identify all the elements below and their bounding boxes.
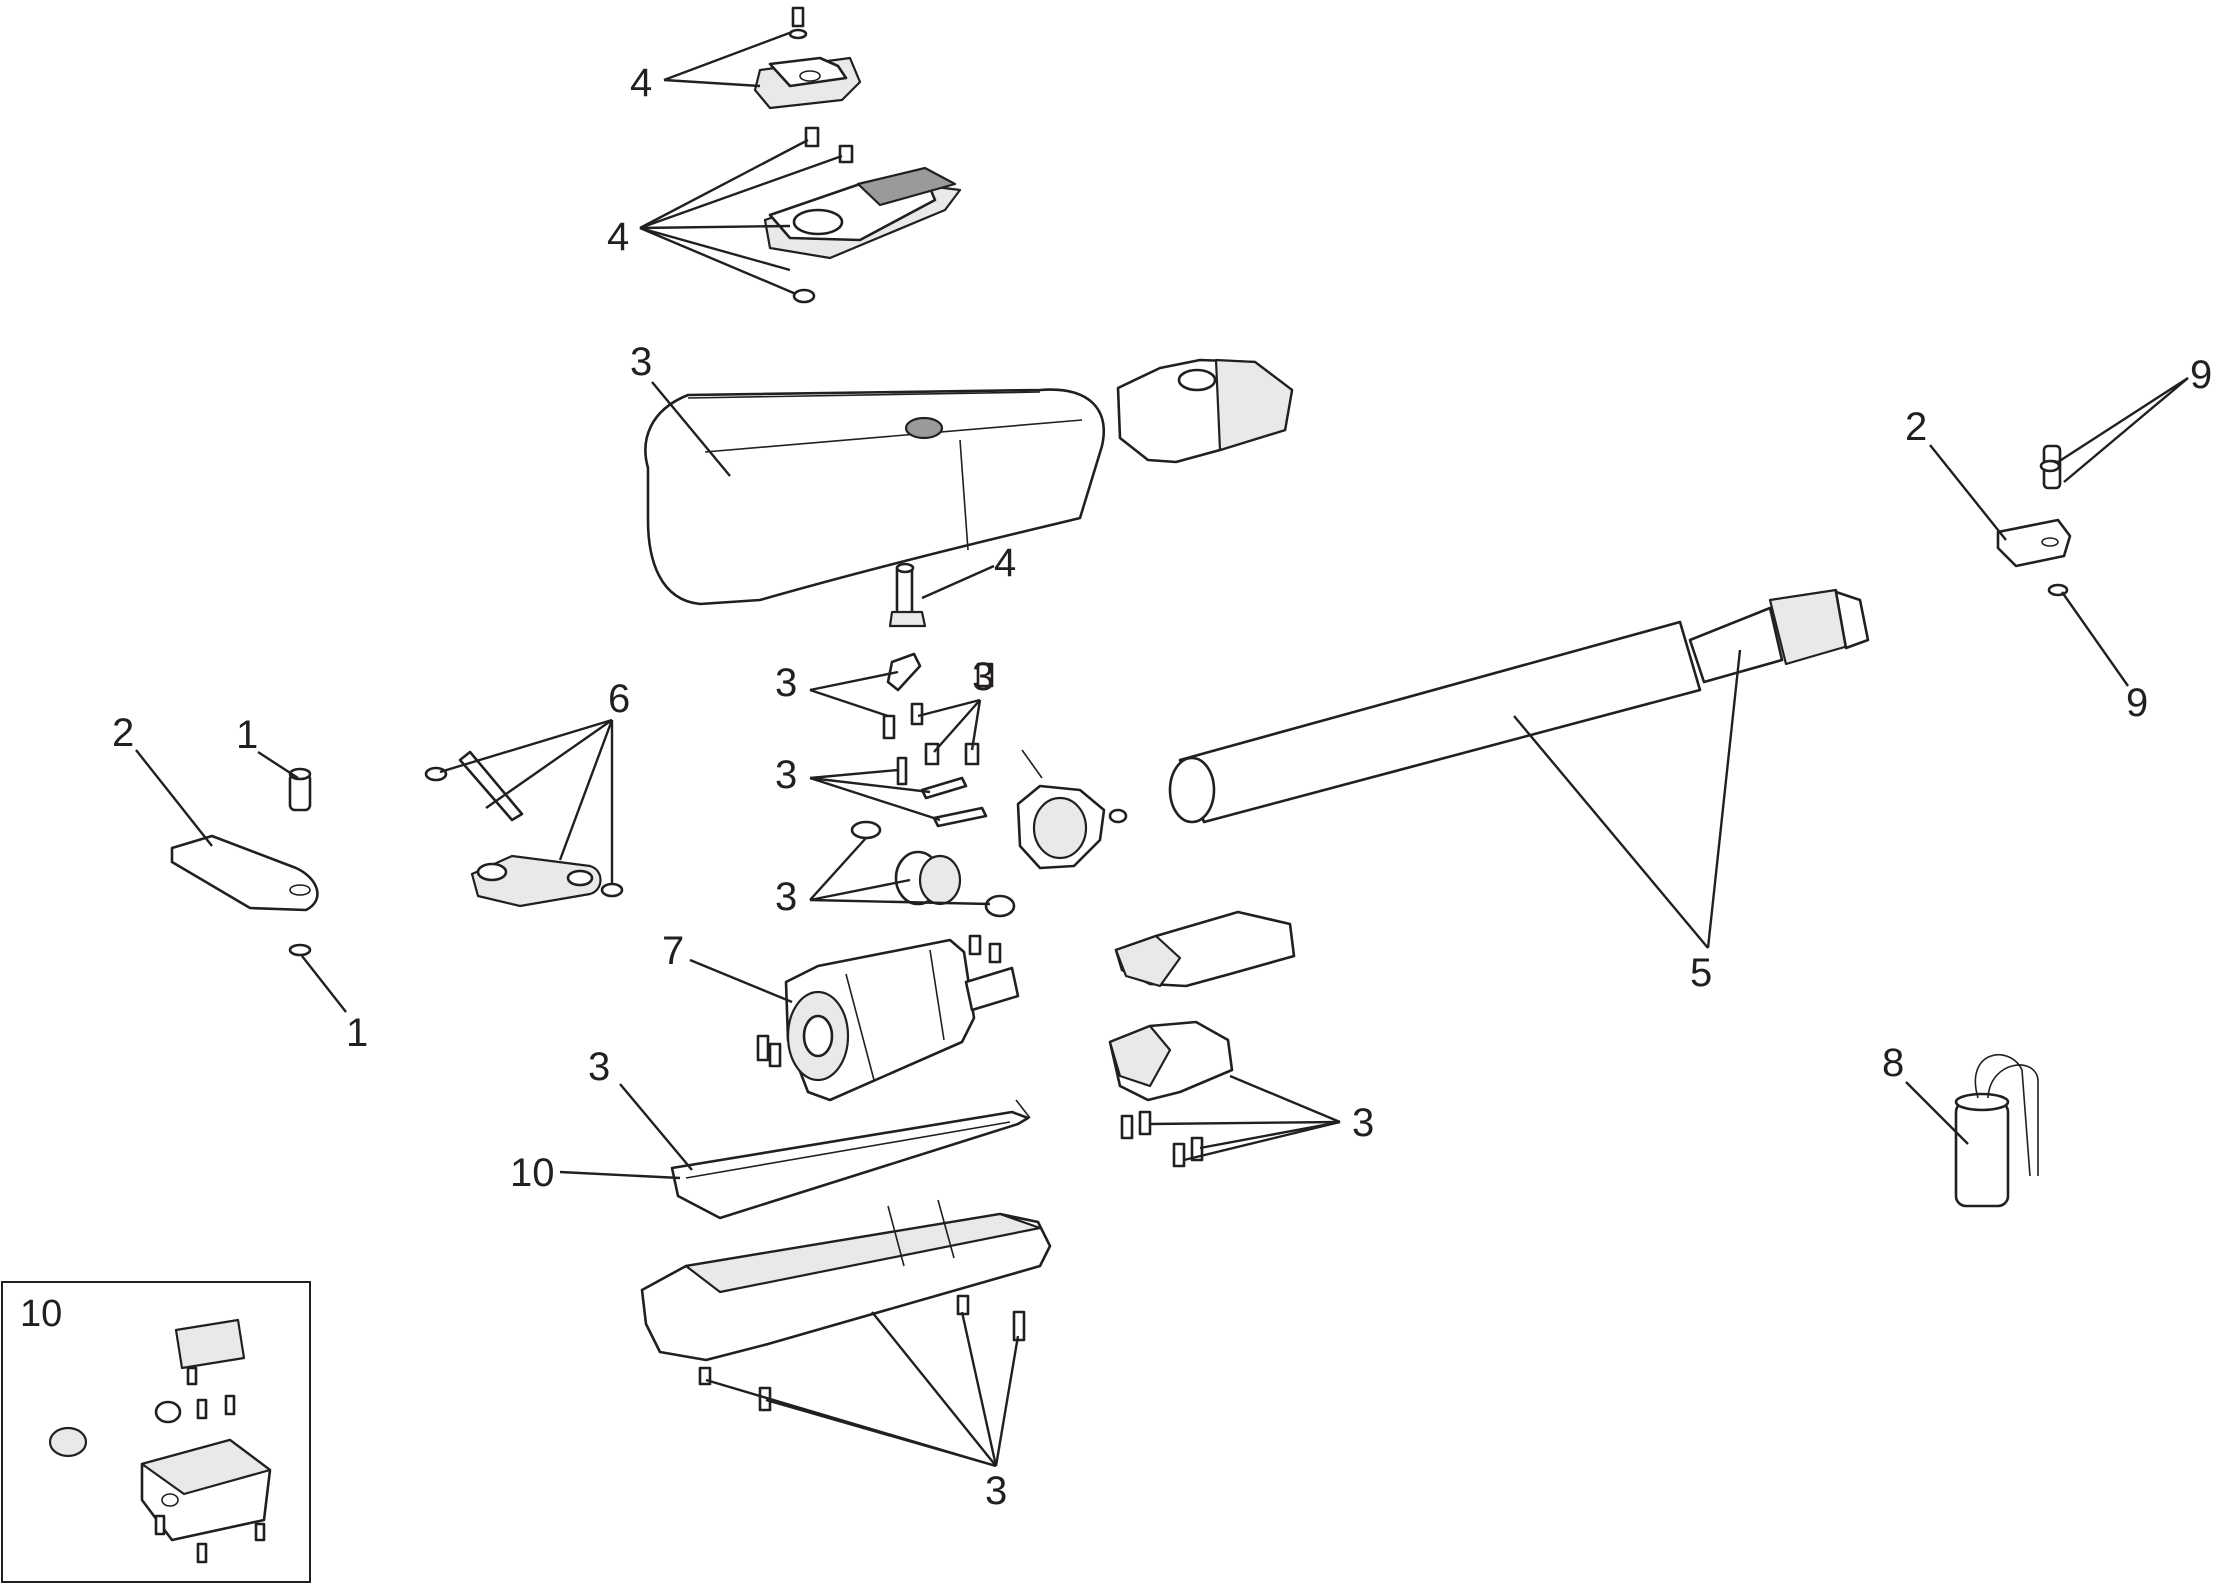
svg-text:3: 3	[775, 875, 797, 919]
main-cover-part	[644, 358, 1294, 606]
callout-9-bottom: 9	[2061, 591, 2148, 725]
svg-text:7: 7	[662, 929, 684, 973]
svg-text:5: 5	[1690, 951, 1712, 995]
svg-text:1: 1	[236, 713, 258, 757]
svg-text:8: 8	[1882, 1041, 1904, 1085]
callout-3-end-caps: 3	[1149, 1074, 1374, 1162]
svg-text:3: 3	[1352, 1101, 1374, 1145]
inset-title: 10	[20, 1293, 62, 1335]
top-screw-cap-part	[753, 6, 862, 110]
svg-text:3: 3	[588, 1045, 610, 1089]
inset-junction-box: 10	[1, 1281, 311, 1583]
svg-text:3: 3	[775, 661, 797, 705]
callout-3-gear-2: 3	[917, 655, 994, 753]
callout-3-gear-wheel: 3	[775, 837, 991, 919]
svg-text:10: 10	[510, 1151, 555, 1195]
callout-1-bottom: 1	[301, 955, 368, 1055]
callout-4-second: 4	[607, 138, 843, 296]
capacitor-part	[1954, 1054, 2039, 1208]
svg-text:9: 9	[2190, 353, 2212, 397]
release-arm-part	[424, 750, 624, 908]
svg-text:3: 3	[775, 753, 797, 797]
callout-1-top: 1	[236, 713, 299, 780]
callout-7: 7	[662, 929, 793, 1004]
svg-text:3: 3	[972, 655, 994, 699]
svg-text:4: 4	[630, 61, 652, 105]
callout-3-gear-3: 3	[775, 753, 941, 822]
callout-8: 8	[1882, 1041, 1969, 1145]
callout-4-top: 4	[630, 30, 793, 105]
right-arm-plate-part	[1996, 444, 2072, 597]
base-housing-part	[640, 1199, 1052, 1412]
callout-4-shaft: 4	[921, 541, 1016, 600]
gear-wheel-part	[894, 749, 1128, 918]
svg-text:1: 1	[346, 1011, 368, 1055]
callout-10-gasket: 10	[510, 1151, 681, 1195]
svg-text:6: 6	[608, 677, 630, 721]
svg-text:3: 3	[985, 1469, 1007, 1513]
callout-2-left: 2	[112, 711, 213, 847]
callout-6: 6	[439, 677, 630, 884]
motor-part	[756, 934, 1020, 1102]
callout-3-base: 3	[705, 1311, 1020, 1513]
svg-text:4: 4	[994, 541, 1016, 585]
callout-2-right: 2	[1905, 405, 2007, 541]
shaft-pin-part	[888, 562, 927, 628]
callout-3-gasket: 3	[588, 1045, 693, 1171]
svg-text:9: 9	[2126, 681, 2148, 725]
end-caps-part	[1108, 910, 1296, 1168]
svg-text:4: 4	[607, 215, 629, 259]
svg-text:3: 3	[630, 340, 652, 384]
top-plate-part	[763, 126, 962, 304]
gasket-part	[670, 1099, 1031, 1220]
svg-text:2: 2	[1905, 405, 1927, 449]
gear-bracket-parts	[850, 652, 994, 840]
callout-5: 5	[1513, 649, 1742, 995]
left-arm-plate-part	[170, 767, 319, 957]
callout-9-top: 9	[2057, 353, 2212, 483]
svg-text:2: 2	[112, 711, 134, 755]
callout-3-gear-1: 3	[775, 661, 899, 718]
callout-3-cover: 3	[630, 340, 731, 477]
drive-tube-part	[1168, 588, 1870, 824]
